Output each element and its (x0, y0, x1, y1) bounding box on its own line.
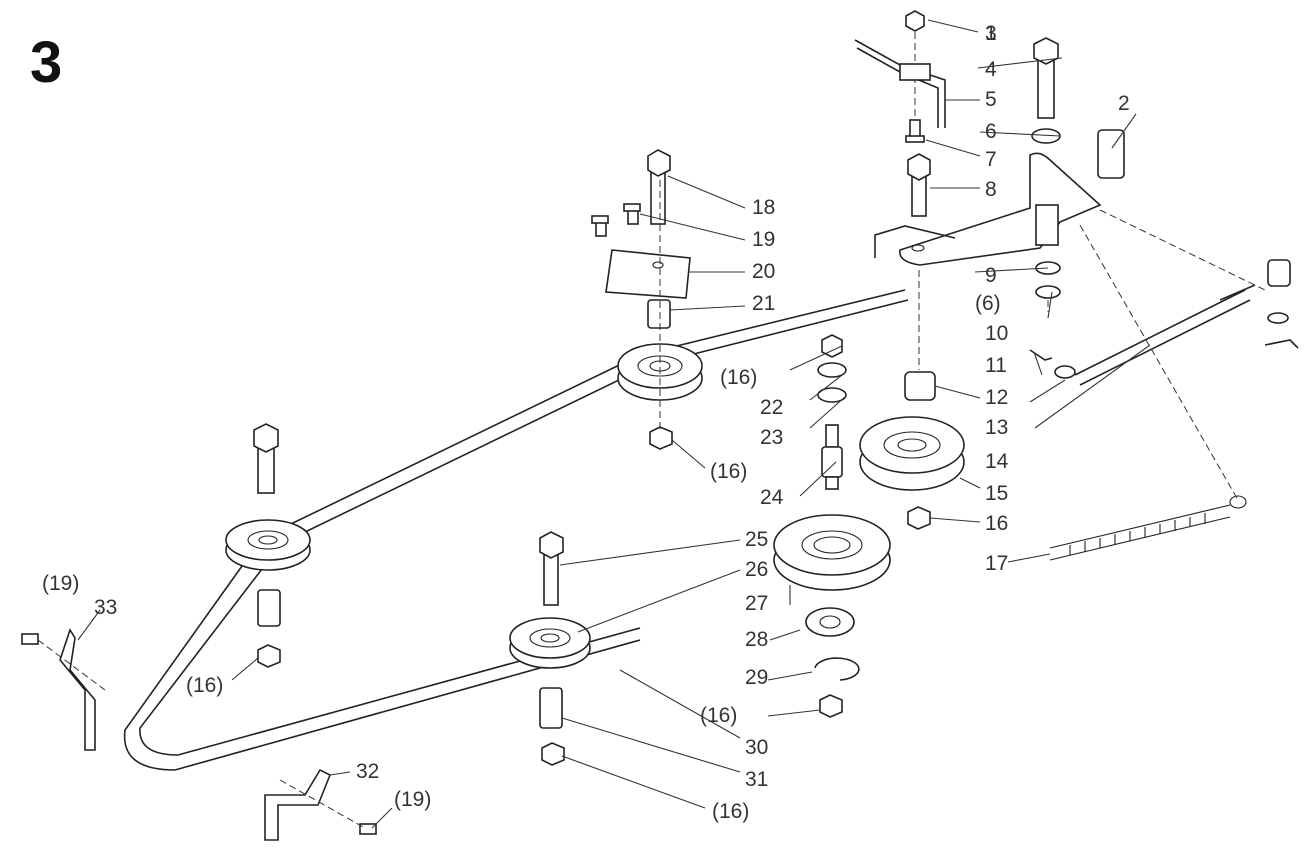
callout-label: 25 (745, 528, 768, 551)
callout-label: 6 (985, 120, 997, 143)
callout-label: 32 (356, 760, 379, 783)
callout-label: 12 (985, 386, 1008, 409)
idler-arm-assembly (854, 10, 1299, 561)
callout-label: 29 (745, 666, 768, 689)
callout-label: (16) (700, 704, 737, 727)
callout-label: 30 (745, 736, 768, 759)
callout-label: 28 (745, 628, 768, 651)
callout-label: 3 (985, 22, 997, 45)
callout-label: 23 (760, 426, 783, 449)
callout-label: 20 (752, 260, 775, 283)
callout-label: 24 (760, 486, 784, 509)
callout-label: 18 (752, 196, 775, 219)
lower-pulley-assembly (509, 531, 591, 766)
callout-label: (16) (186, 674, 223, 697)
callout-label: 15 (985, 482, 1008, 505)
callout-label: (19) (394, 788, 431, 811)
callout-label: 9 (985, 264, 997, 287)
callout-label: 27 (745, 592, 768, 615)
center-pulley-assembly (591, 149, 703, 450)
callout-label: 16 (985, 512, 1008, 535)
callout-label: 1 (985, 22, 997, 45)
callout-label: 8 (985, 178, 997, 201)
figure-number: 3 (30, 30, 62, 95)
callout-label: 2 (1118, 92, 1130, 115)
callout-label: 5 (985, 88, 997, 111)
callout-label: 17 (985, 552, 1008, 575)
callout-label: 31 (745, 768, 768, 791)
callout-label: 13 (985, 416, 1008, 439)
callout-label: 22 (760, 396, 783, 419)
callout-label: 11 (985, 354, 1007, 377)
bracket-33 (21, 628, 106, 751)
callout-label: 19 (752, 228, 775, 251)
callout-label: (16) (720, 366, 757, 389)
callout-label: (16) (712, 800, 749, 823)
callout-label: (19) (42, 572, 79, 595)
callout-label: 26 (745, 558, 768, 581)
callout-label: (6) (975, 292, 1001, 315)
callout-label: (16) (710, 460, 747, 483)
spindle-stack (773, 334, 891, 718)
left-pulley-assembly (225, 423, 311, 668)
callout-label: 33 (94, 596, 117, 619)
callout-label: 14 (985, 450, 1009, 473)
leader-lines (77, 19, 1151, 829)
callout-labels: 1 2 3 4 5 6 7 8 9 (6) 10 11 13 12 (16) 2… (42, 22, 1130, 823)
callout-label: 10 (985, 322, 1008, 345)
callout-label: 4 (985, 58, 997, 81)
callout-label: 7 (985, 148, 997, 171)
callout-label: 21 (752, 292, 775, 315)
